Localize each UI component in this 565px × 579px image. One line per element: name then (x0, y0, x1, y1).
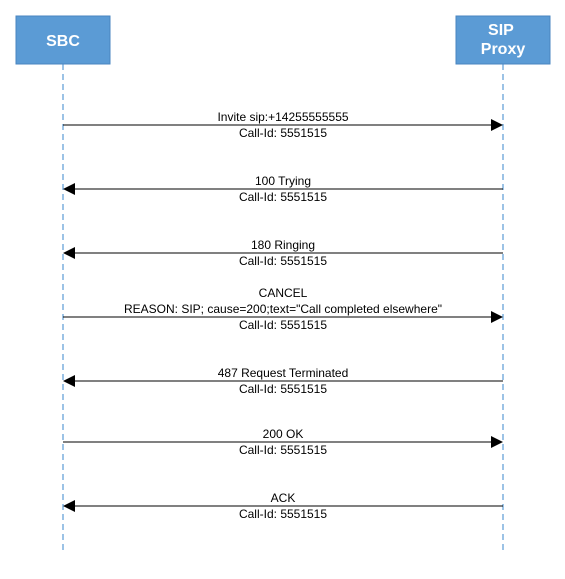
message-label-line: ACK (271, 491, 296, 505)
sbc-actor-label: SBC (46, 33, 80, 50)
message: 200 OK Call-Id: 5551515 (63, 427, 503, 457)
message-arrow-head (491, 436, 503, 448)
message-arrow-head (63, 500, 75, 512)
message-label-line: 180 Ringing (251, 238, 315, 252)
sip-proxy-actor-box (455, 15, 551, 65)
message-label-line: Invite sip:+14255555555 (217, 110, 348, 124)
message-arrow-head (63, 183, 75, 195)
message-label-line: Call-Id: 5551515 (239, 190, 327, 204)
message-arrow-head (491, 119, 503, 131)
message-label-line: Call-Id: 5551515 (239, 443, 327, 457)
message-label-line: Call-Id: 5551515 (239, 318, 327, 332)
message-label-line: 200 OK (263, 427, 304, 441)
message-arrow-head (491, 311, 503, 323)
sbc-actor: SBC (15, 15, 111, 65)
lifelines (62, 64, 504, 552)
sip-proxy-actor: SIP Proxy (455, 15, 551, 65)
sip-proxy-actor-label-line: SIP (488, 22, 514, 39)
message-label-line: 100 Trying (255, 174, 311, 188)
sbc-actor-box (15, 15, 111, 65)
message-label-line: Call-Id: 5551515 (239, 254, 327, 268)
message-label-line: Call-Id: 5551515 (239, 507, 327, 521)
sip-proxy-actor-label: SIP Proxy (481, 22, 526, 58)
sbc-actor-label-line: SBC (46, 33, 80, 50)
message-label-line: 487 Request Terminated (218, 366, 349, 380)
message: ACK Call-Id: 5551515 (63, 491, 503, 521)
message-label-line: Call-Id: 5551515 (239, 126, 327, 140)
message-label-line: CANCEL (259, 286, 308, 300)
sip-proxy-actor-label-line: Proxy (481, 41, 526, 58)
message-label-line: REASON: SIP; cause=200;text="Call comple… (124, 302, 442, 316)
message-label-line: Call-Id: 5551515 (239, 382, 327, 396)
message-arrow-head (63, 375, 75, 387)
message-arrow-head (63, 247, 75, 259)
message: CANCEL REASON: SIP; cause=200;text="Call … (63, 286, 503, 332)
